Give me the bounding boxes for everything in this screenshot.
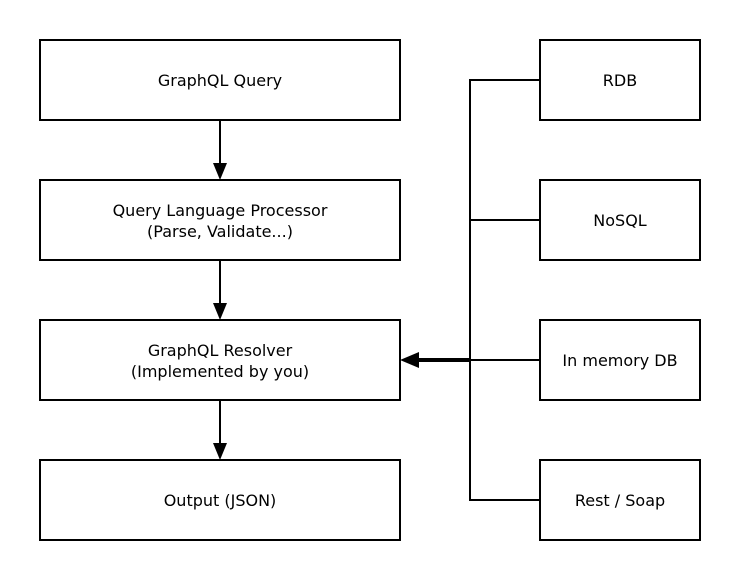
in-memory-db-node: In memory DB bbox=[539, 319, 701, 401]
output-node: Output (JSON) bbox=[39, 459, 401, 541]
graphql-query-label: GraphQL Query bbox=[158, 71, 282, 90]
rdb-label: RDB bbox=[603, 71, 637, 90]
nosql-node: NoSQL bbox=[539, 179, 701, 261]
data-source-connector bbox=[469, 79, 540, 501]
in-memory-db-label: In memory DB bbox=[562, 351, 677, 370]
arrow-query-to-processor bbox=[213, 120, 227, 180]
rdb-box bbox=[539, 39, 701, 121]
processor-label-line2: (Parse, Validate...) bbox=[147, 222, 293, 241]
processor-label-line1: Query Language Processor bbox=[113, 201, 328, 220]
rest-soap-node: Rest / Soap bbox=[539, 459, 701, 541]
resolver-label-line2: (Implemented by you) bbox=[131, 362, 309, 381]
rest-soap-label: Rest / Soap bbox=[575, 491, 665, 510]
rdb-node: RDB bbox=[539, 39, 701, 121]
nosql-box bbox=[539, 179, 701, 261]
arrow-resolver-to-output bbox=[213, 400, 227, 460]
query-language-processor-box bbox=[39, 179, 401, 261]
in-memory-db-box bbox=[539, 319, 701, 401]
rest-soap-box bbox=[539, 459, 701, 541]
graphql-resolver-box bbox=[39, 319, 401, 401]
graphql-resolver-node: GraphQL Resolver (Implemented by you) bbox=[39, 319, 401, 401]
arrowhead bbox=[400, 352, 419, 368]
arrow-processor-to-resolver bbox=[213, 260, 227, 320]
query-language-processor-node: Query Language Processor (Parse, Validat… bbox=[39, 179, 401, 261]
nosql-label: NoSQL bbox=[593, 211, 647, 230]
output-box bbox=[39, 459, 401, 541]
arrowhead bbox=[213, 163, 227, 180]
output-label: Output (JSON) bbox=[164, 491, 277, 510]
graphql-query-node: GraphQL Query bbox=[39, 39, 401, 121]
arrowhead bbox=[213, 443, 227, 460]
arrow-sources-to-resolver bbox=[400, 352, 470, 368]
arrowhead bbox=[213, 303, 227, 320]
resolver-label-line1: GraphQL Resolver bbox=[148, 341, 293, 360]
graphql-query-box bbox=[39, 39, 401, 121]
